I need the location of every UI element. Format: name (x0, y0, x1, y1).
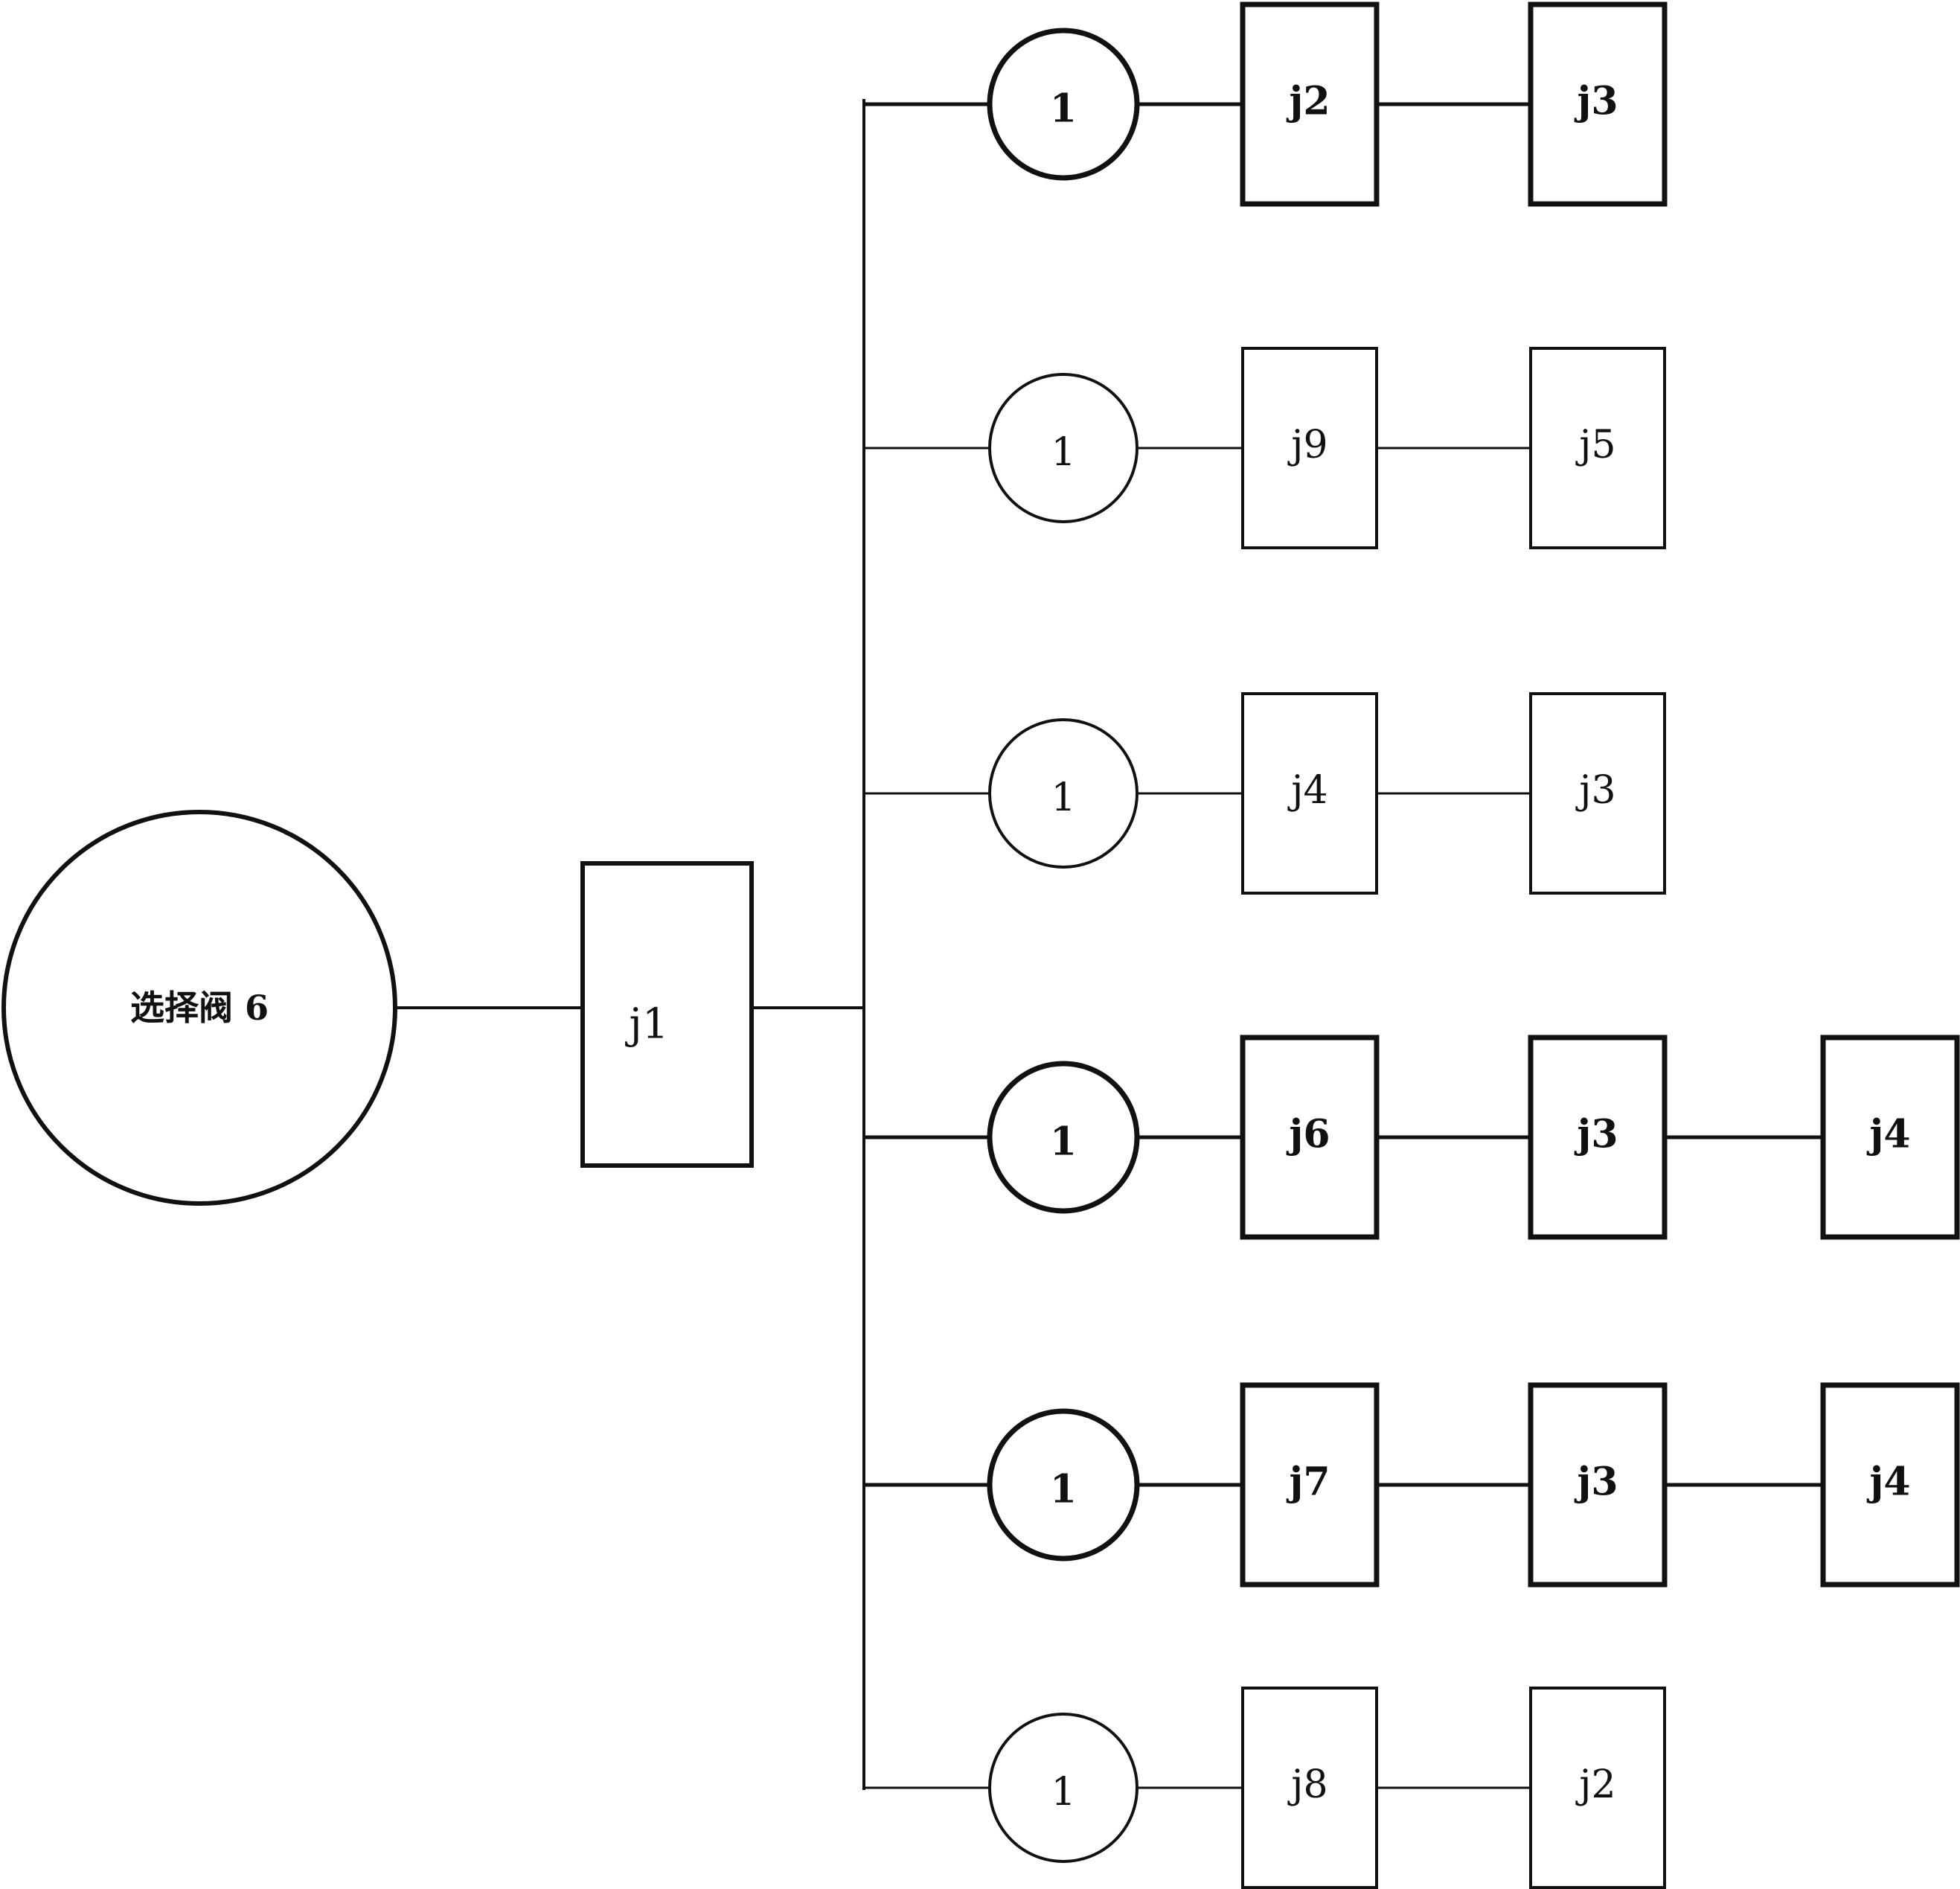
branch-2-node-label: 1 (1051, 430, 1075, 475)
branch-5-box-3-label: j4 (1867, 1460, 1911, 1505)
branch-3-box-1 (1241, 692, 1378, 895)
branch-4-box-3 (1820, 1035, 1960, 1240)
branch-4-box-1 (1240, 1035, 1380, 1240)
branch-6-node-label: 1 (1051, 1770, 1075, 1815)
branch-3-box-1-label: j4 (1287, 768, 1328, 813)
branch-3-box-2 (1529, 692, 1666, 895)
branch-4-box-3-label: j4 (1867, 1112, 1911, 1157)
hub-box (580, 861, 754, 1168)
branch-6-box-1-label: j8 (1287, 1762, 1328, 1807)
branch-4-box-1-label: j6 (1287, 1112, 1330, 1157)
branch-1-box-2-label: j3 (1575, 79, 1618, 124)
branch-list: 1 j2 j3 1 j9 j5 1 j4 j3 1 j6 j3 j4 1 j7 j3 j4 1 j8 j2 (864, 1, 1960, 1889)
branch-5-box-3 (1820, 1382, 1960, 1588)
branch-5-box-1-label: j7 (1287, 1460, 1330, 1505)
branch-1-box-1-label: j2 (1287, 79, 1330, 124)
branch-5-box-1 (1240, 1382, 1380, 1588)
branch-5-node-label: 1 (1050, 1467, 1077, 1512)
branch-5-box-2-label: j3 (1575, 1460, 1618, 1505)
branch-4-box-2-label: j3 (1575, 1112, 1618, 1157)
branch-6-box-2 (1529, 1687, 1666, 1889)
branch-4-node-label: 1 (1050, 1119, 1077, 1165)
branch-1-box-2 (1528, 1, 1668, 207)
branch-2-box-2 (1529, 347, 1666, 549)
branch-5-box-2 (1528, 1382, 1668, 1588)
branch-3-box-2-label: j3 (1575, 768, 1615, 813)
branch-2-box-1-label: j9 (1287, 423, 1328, 467)
branch-1-node-label: 1 (1050, 86, 1077, 132)
branch-1-box-1 (1240, 1, 1380, 207)
branch-3-node-label: 1 (1051, 776, 1075, 820)
hub-label: j1 (625, 1000, 669, 1049)
branch-6-box-2-label: j2 (1575, 1762, 1615, 1807)
branch-2-box-2-label: j5 (1575, 423, 1615, 467)
source-label: 选择阀 6 (130, 988, 269, 1028)
